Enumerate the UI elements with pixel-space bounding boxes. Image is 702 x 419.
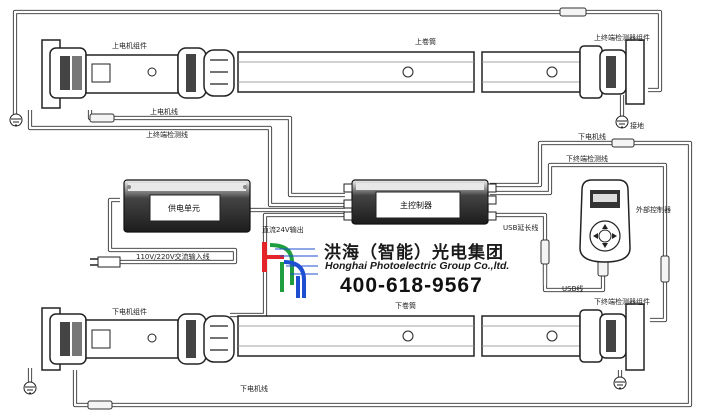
company-name-cn: 洪海（智能）光电集团 <box>324 243 504 263</box>
label-lower-end-detector-assembly: 下终端检测器组件 <box>594 298 650 306</box>
label-power-unit: 供电单元 <box>168 204 200 213</box>
label-lower-motor-cable-bottom: 下电机线 <box>240 385 268 393</box>
phone-number: 400-618-9567 <box>340 274 483 297</box>
upper-end-detector <box>579 39 645 105</box>
label-upper-motor-cable: 上电机线 <box>150 108 178 116</box>
upper-motor-assembly <box>41 39 235 109</box>
lower-end-detector <box>579 303 645 371</box>
ac-plug <box>90 256 121 268</box>
ground-symbol-upper-right <box>615 115 629 129</box>
label-upper-end-detector-assembly: 上终端检测器组件 <box>594 34 650 42</box>
label-lower-motor-assembly: 下电机组件 <box>112 308 147 316</box>
label-lower-motor-cable-right: 下电机线 <box>578 133 606 141</box>
company-name-en: Honghai Photoelectric Group Co.,ltd. <box>325 260 510 272</box>
label-lower-tube: 下卷筒 <box>395 302 416 310</box>
label-ground: 接地 <box>630 122 644 130</box>
label-usb-extension-cable: USB延长线 <box>503 224 539 232</box>
power-unit <box>123 179 251 233</box>
lower-motor-assembly <box>41 307 235 371</box>
ground-symbol-upper-left <box>9 113 23 127</box>
label-upper-end-detector-cable: 上终端检测线 <box>146 131 188 139</box>
label-external-controller: 外部控制器 <box>636 206 671 214</box>
ground-symbol-lower-right <box>613 376 627 390</box>
external-controller <box>579 179 631 263</box>
label-ac-input-cable: 110V/220V交流输入线 <box>136 253 210 261</box>
label-main-controller: 主控制器 <box>400 201 432 210</box>
upper-tube <box>237 51 581 93</box>
lower-tube <box>237 315 581 357</box>
main-controller <box>343 179 497 225</box>
label-usb-cable: USB线 <box>562 285 584 293</box>
label-upper-tube: 上卷筒 <box>415 38 436 46</box>
label-lower-end-detector-cable-right: 下终端检测线 <box>566 155 608 163</box>
label-dc24v-output: 直流24V输出 <box>262 226 304 234</box>
ground-symbol-lower-left <box>23 381 37 395</box>
company-logo <box>262 242 318 298</box>
label-upper-motor-assembly: 上电机组件 <box>112 42 147 50</box>
